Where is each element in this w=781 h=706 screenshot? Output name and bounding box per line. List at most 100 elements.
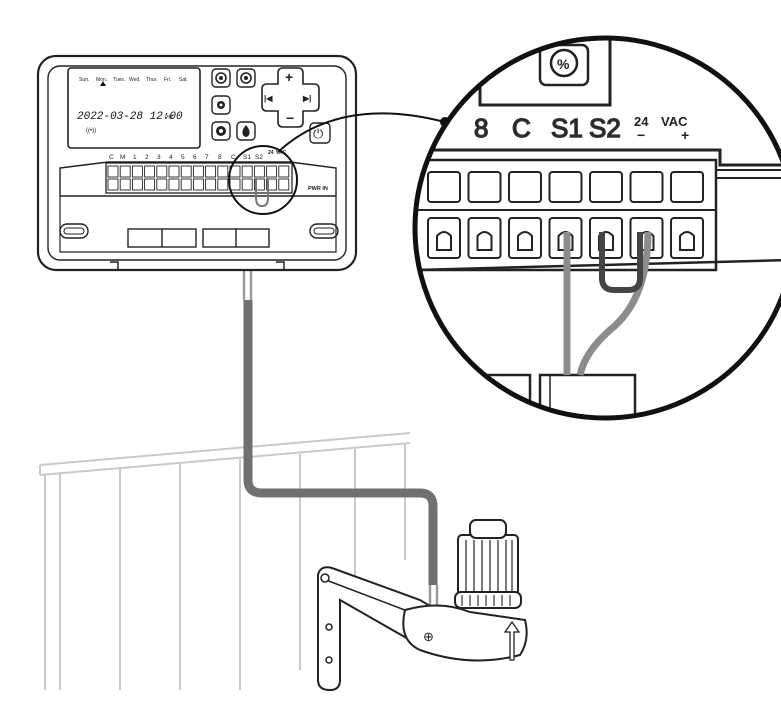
zoom-label-minus: − — [637, 127, 645, 143]
terminal-label-6: 6 — [193, 154, 197, 161]
zoom-label-plus: + — [681, 127, 689, 143]
terminal-slot — [144, 178, 156, 191]
day-mon: Mon. — [96, 77, 107, 83]
terminal-slot — [229, 178, 241, 191]
rain-sensor: ⊕ — [317, 519, 528, 692]
terminal-label-1: 1 — [133, 154, 137, 161]
sensor-cable — [242, 240, 439, 610]
day-indicator-icon — [100, 81, 106, 86]
drop-icon — [242, 125, 250, 137]
zoom-terminal-hole — [436, 231, 452, 251]
terminal-screw — [266, 165, 278, 178]
day-thu: Thur. — [146, 77, 157, 83]
navigation-pad: + − |◀ ▶| — [261, 67, 320, 128]
terminal-label-3: 3 — [157, 154, 161, 161]
day-fri: Fri. — [164, 77, 171, 83]
day-wed: Wed. — [129, 77, 141, 83]
zoom-terminal-screw — [508, 171, 542, 203]
terminal-slot — [156, 178, 168, 191]
settings-button[interactable] — [211, 95, 231, 115]
terminal-slot — [107, 178, 119, 191]
zoom-terminal-hole — [679, 231, 695, 251]
fence — [39, 432, 411, 690]
terminal-screw — [168, 165, 180, 178]
terminal-screw — [241, 165, 253, 178]
terminal-slot — [192, 178, 204, 191]
zoom-label-24: 24 — [634, 114, 649, 129]
mount-screw-icon: ⊕ — [423, 629, 434, 644]
zoom-terminal-screw — [467, 171, 502, 203]
jumper-wire — [599, 232, 643, 293]
plus-button[interactable]: + — [285, 69, 293, 85]
terminal-label-8: 8 — [218, 154, 222, 161]
terminal-screw — [119, 165, 131, 178]
day-sat: Sat. — [179, 77, 188, 83]
terminal-label-5: 5 — [181, 154, 185, 161]
pwr-in-label: PWR IN — [308, 186, 328, 192]
terminal-screw — [131, 165, 143, 178]
terminal-label-m: M — [120, 154, 125, 161]
terminal-slot — [217, 178, 229, 191]
zoom-label-s1: S1 — [551, 113, 583, 143]
zoom-label-s2: S2 — [589, 113, 621, 143]
day-labels: Sun. Mon. Tues. Wed. Thur. Fri. Sat. — [79, 77, 188, 83]
terminal-slot — [253, 178, 265, 191]
menu-button-2[interactable] — [236, 68, 256, 88]
terminal-slot — [278, 178, 290, 191]
terminal-slot — [241, 178, 253, 191]
power-icon: ⏻ — [313, 126, 323, 141]
terminal-slot — [205, 178, 217, 191]
previous-button[interactable]: |◀ — [264, 94, 273, 103]
zoom-terminal-hole — [517, 231, 533, 251]
terminal-screw — [156, 165, 168, 178]
terminal-label-s2: S2 — [255, 154, 263, 161]
day-sun: Sun. — [79, 77, 89, 83]
lcd-signal-icon: ((•)) — [86, 128, 96, 134]
zoom-label-8: 8 — [474, 113, 488, 143]
terminal-screw — [180, 165, 192, 178]
sensor-cap — [469, 519, 507, 539]
controller-unit: Sun. Mon. Tues. Wed. Thur. Fri. Sat. 202… — [36, 54, 358, 272]
terminal-label-c: C — [109, 154, 114, 161]
water-drop-button[interactable] — [236, 121, 256, 141]
terminal-label-c2: C — [231, 154, 236, 161]
terminal-labels: C M 1 2 3 4 5 6 7 8 C S1 S2 24 VAC — [109, 150, 287, 161]
mount-slot-right — [309, 223, 339, 239]
terminal-label-s1: S1 — [243, 154, 251, 161]
terminal-screw — [278, 165, 290, 178]
zoom-leader-line — [277, 112, 446, 153]
terminal-screw — [217, 165, 229, 178]
bracket-hole-top — [320, 573, 330, 583]
manual-button[interactable] — [211, 121, 231, 141]
terminal-screw — [205, 165, 217, 178]
minus-button[interactable]: − — [286, 110, 294, 126]
terminal-screw — [192, 165, 204, 178]
terminal-screw — [144, 165, 156, 178]
zoom-detail: % 8 C S1 S2 24 VAC − + — [412, 35, 781, 421]
terminal-slot — [180, 178, 192, 191]
terminal-label-7: 7 — [205, 154, 209, 161]
zoom-terminal-screw — [629, 171, 664, 203]
zoom-source-circle — [228, 145, 298, 215]
mount-slot-left — [59, 223, 89, 239]
menu-button-1[interactable] — [211, 68, 231, 88]
zoom-terminal-screw — [427, 171, 461, 203]
next-button[interactable]: ▶| — [302, 94, 311, 103]
terminal-slot — [168, 178, 180, 191]
terminal-slot — [266, 178, 278, 191]
zoom-terminal-hole — [476, 231, 493, 251]
lcd-screen: Sun. Mon. Tues. Wed. Thur. Fri. Sat. 202… — [67, 67, 201, 149]
terminal-label-vac: VAC — [276, 150, 287, 156]
cable-knockouts — [127, 228, 270, 248]
percent-button[interactable] — [549, 48, 579, 78]
lcd-pm: PM — [165, 115, 173, 121]
terminal-screw — [107, 165, 119, 178]
arrow-up-icon — [503, 620, 521, 661]
zoom-terminal-screw — [670, 171, 704, 203]
terminal-label-4: 4 — [169, 154, 173, 161]
lcd-datetime: 2022-03-28 12:00 — [77, 111, 183, 123]
terminal-screw — [253, 165, 265, 178]
day-tue: Tues. — [113, 77, 125, 83]
zoom-label-c: C — [512, 113, 531, 143]
